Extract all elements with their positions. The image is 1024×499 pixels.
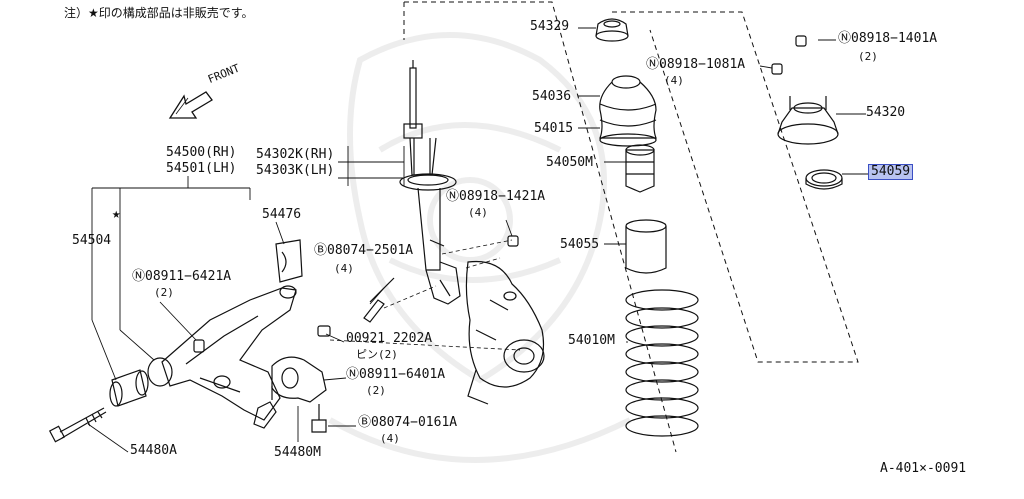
- label-00921-2202a: 00921 2202A: [346, 331, 433, 346]
- label-54059-highlighted[interactable]: 54059: [868, 164, 914, 180]
- label-54303k: 54303K(LH): [256, 163, 335, 178]
- label-54036: 54036: [532, 89, 572, 104]
- label-54476: 54476: [262, 207, 302, 222]
- bolt-54480a: [48, 407, 107, 443]
- qty-08074-2501a: (4): [334, 262, 354, 275]
- label-54480m: 54480M: [274, 445, 321, 460]
- lower-control-arm: [147, 285, 297, 429]
- steering-knuckle: [465, 260, 545, 405]
- label-54050m: 54050M: [546, 155, 593, 170]
- dashed-group-box-strut: [403, 1, 677, 453]
- label-08911-6401a: Ⓝ08911−6401A: [346, 367, 446, 382]
- bracket-54480m: [271, 356, 327, 403]
- label-54055: 54055: [560, 237, 600, 252]
- qty-08918-1401a: (2): [858, 50, 878, 63]
- label-08918-1401a: Ⓝ08918−1401A: [838, 31, 938, 46]
- label-54501: 54501(LH): [166, 161, 237, 176]
- qty-08911-6401a: (2): [366, 384, 386, 397]
- dashed-group-box-mount: [612, 11, 859, 363]
- star-mark: ★: [112, 206, 121, 222]
- bushing-54476: [275, 239, 303, 283]
- knuckle-hidden-lines: [329, 239, 521, 351]
- non-sale-note: 注）★印の構成部品は非販売です。: [64, 6, 254, 20]
- qty-08918-1421a: (4): [468, 206, 488, 219]
- label-54504: 54504: [72, 233, 112, 248]
- label-54329: 54329: [530, 19, 570, 34]
- sleeve-54055: [625, 219, 667, 274]
- bump-cap-54329: [595, 18, 629, 42]
- bushing-54480a: [109, 369, 149, 407]
- strut-assembly: [399, 60, 461, 305]
- watermark-crest: [328, 32, 632, 463]
- label-08918-1081a: Ⓝ08918−1081A: [646, 57, 746, 72]
- label-08911-6421a: Ⓝ08911−6421A: [132, 269, 232, 284]
- small-fasteners: [193, 35, 807, 433]
- label-54010m: 54010M: [568, 333, 615, 348]
- label-pin-qty: ピン(2): [356, 348, 398, 361]
- qty-08911-6421a: (2): [154, 286, 174, 299]
- qty-08918-1081a: (4): [664, 74, 684, 87]
- bearing-54059: [805, 169, 843, 190]
- leader-lines: [87, 27, 868, 453]
- diagram-id: A-401×-0091: [880, 461, 967, 476]
- label-54302k: 54302K(RH): [256, 147, 335, 162]
- label-08074-2501a: Ⓑ08074−2501A: [314, 243, 414, 258]
- label-08074-0161a: Ⓑ08074−0161A: [358, 415, 458, 430]
- label-54320: 54320: [866, 105, 906, 120]
- label-08918-1421a: Ⓝ08918−1421A: [446, 189, 546, 204]
- coil-spring-54010m: [625, 289, 699, 437]
- bump-stop-54050m: [625, 144, 655, 193]
- front-arrow: [168, 91, 213, 119]
- qty-08074-0161a: (4): [380, 432, 400, 445]
- label-54015: 54015: [534, 121, 574, 136]
- mount-54320: [777, 96, 839, 145]
- label-54500: 54500(RH): [166, 145, 237, 160]
- label-54480a: 54480A: [130, 443, 177, 458]
- boot-54036: [599, 75, 657, 139]
- boot-54015: [599, 133, 657, 147]
